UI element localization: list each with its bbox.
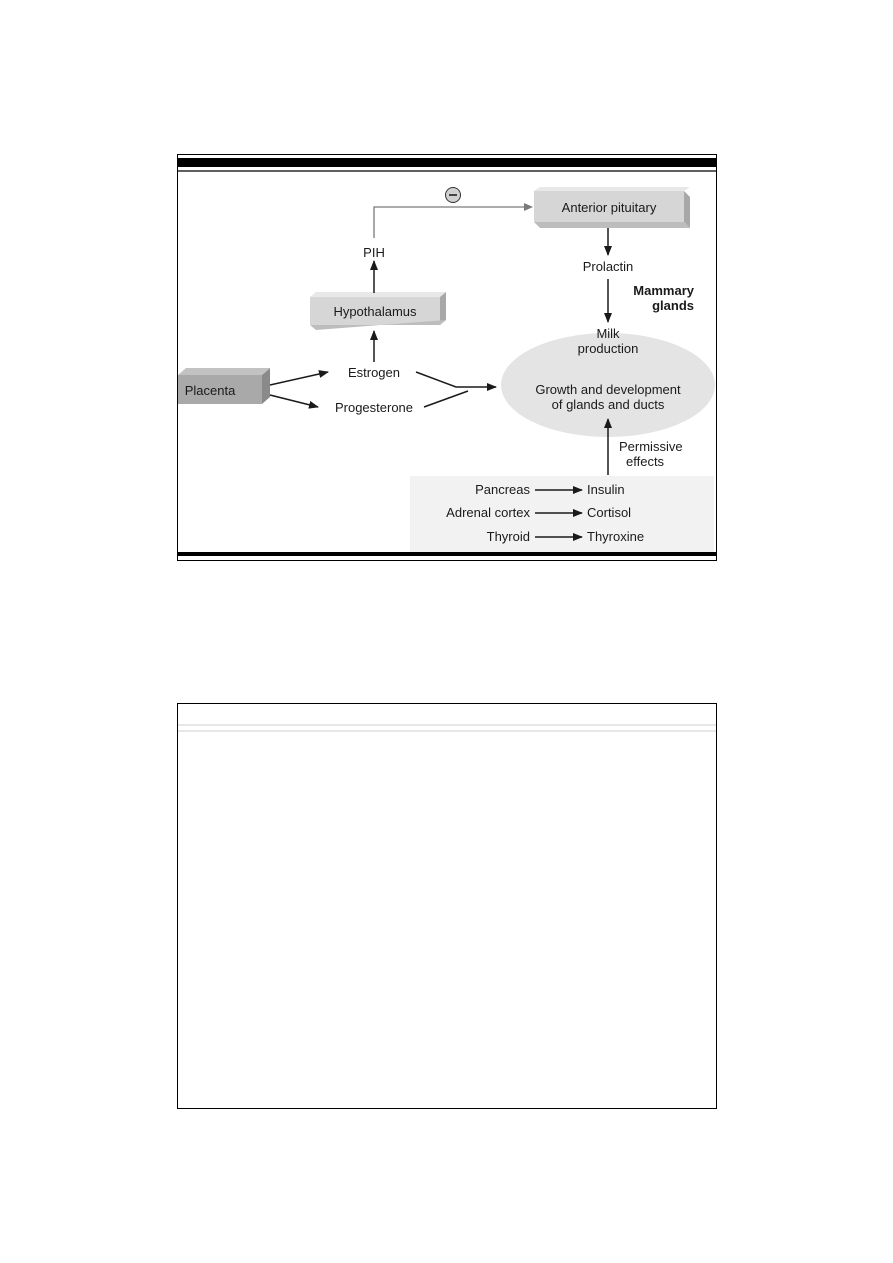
placenta-box: Placenta [178,368,270,404]
slide-blank [177,703,717,1109]
milk-production-label-line2: production [578,341,639,356]
permissive-hormones-panel [410,476,714,552]
inhibit-icon [445,187,461,203]
arrow-progesterone-to-growth [423,390,469,408]
milk-production-label-line1: Milk [596,326,620,341]
mammary-glands-label-line1: Mammary [633,283,694,298]
progesterone-label: Progesterone [335,400,413,415]
pih-label: PIH [363,245,385,260]
pancreas-label: Pancreas [475,482,530,497]
arrow-placenta-to-estrogen [269,370,329,386]
pih-feedback-arrowhead [524,203,533,211]
prolactin-label: Prolactin [583,259,634,274]
arrow-estrogen-to-growth [415,371,497,391]
permissive-effects-label-line2: effects [626,454,665,469]
anterior-pituitary-label: Anterior pituitary [562,200,657,215]
thyroid-label: Thyroid [487,529,530,544]
slide-hormone-diagram: Anterior pituitary Hypothalamus Placenta… [177,154,717,561]
mammary-glands-label-line2: glands [652,298,694,313]
permissive-effects-label-line1: Permissive [619,439,683,454]
adrenal-cortex-label: Adrenal cortex [446,505,530,520]
thyroxine-label: Thyroxine [587,529,644,544]
estrogen-label: Estrogen [348,365,400,380]
hypothalamus-box: Hypothalamus [310,292,446,330]
anterior-pituitary-box: Anterior pituitary [534,187,690,228]
hypothalamus-label: Hypothalamus [333,304,417,319]
mammary-gland-ellipse [501,333,715,437]
arrow-placenta-to-progesterone [269,394,319,409]
cortisol-label: Cortisol [587,505,631,520]
growth-development-label-line2: of glands and ducts [552,397,665,412]
insulin-label: Insulin [587,482,625,497]
hormone-diagram: Anterior pituitary Hypothalamus Placenta… [178,158,716,556]
placenta-label: Placenta [185,383,236,398]
pih-feedback-line [373,206,528,238]
title-bar [178,158,716,167]
bottom-bar [178,552,716,556]
blank-slide-header [178,724,716,732]
growth-development-label-line1: Growth and development [535,382,681,397]
